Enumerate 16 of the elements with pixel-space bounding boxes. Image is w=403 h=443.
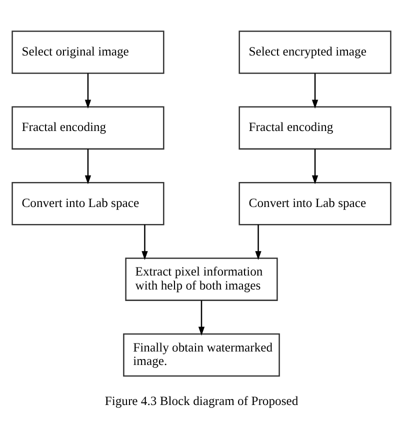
node-box: Extract pixel information with help of both images: [125, 257, 278, 300]
arrow: [312, 72, 318, 108]
node-box: Convert into Lab space: [238, 181, 392, 225]
node-box: Convert into Lab space: [12, 181, 164, 225]
node-box: Fractal encoding: [238, 106, 392, 150]
arrow: [84, 72, 92, 108]
arrow: [142, 224, 148, 260]
caption: Figure 4.3 Block diagram of Proposed: [104, 394, 298, 408]
node-box: Finally obtain watermarked image.: [123, 332, 280, 376]
arrow: [84, 148, 92, 184]
node-box: Fractal encoding: [12, 106, 164, 150]
node-box: Select encrypted image: [238, 30, 392, 74]
arrow: [312, 148, 318, 184]
node-box: Select original image: [12, 30, 164, 74]
arrow: [198, 300, 205, 336]
arrow: [255, 224, 262, 260]
